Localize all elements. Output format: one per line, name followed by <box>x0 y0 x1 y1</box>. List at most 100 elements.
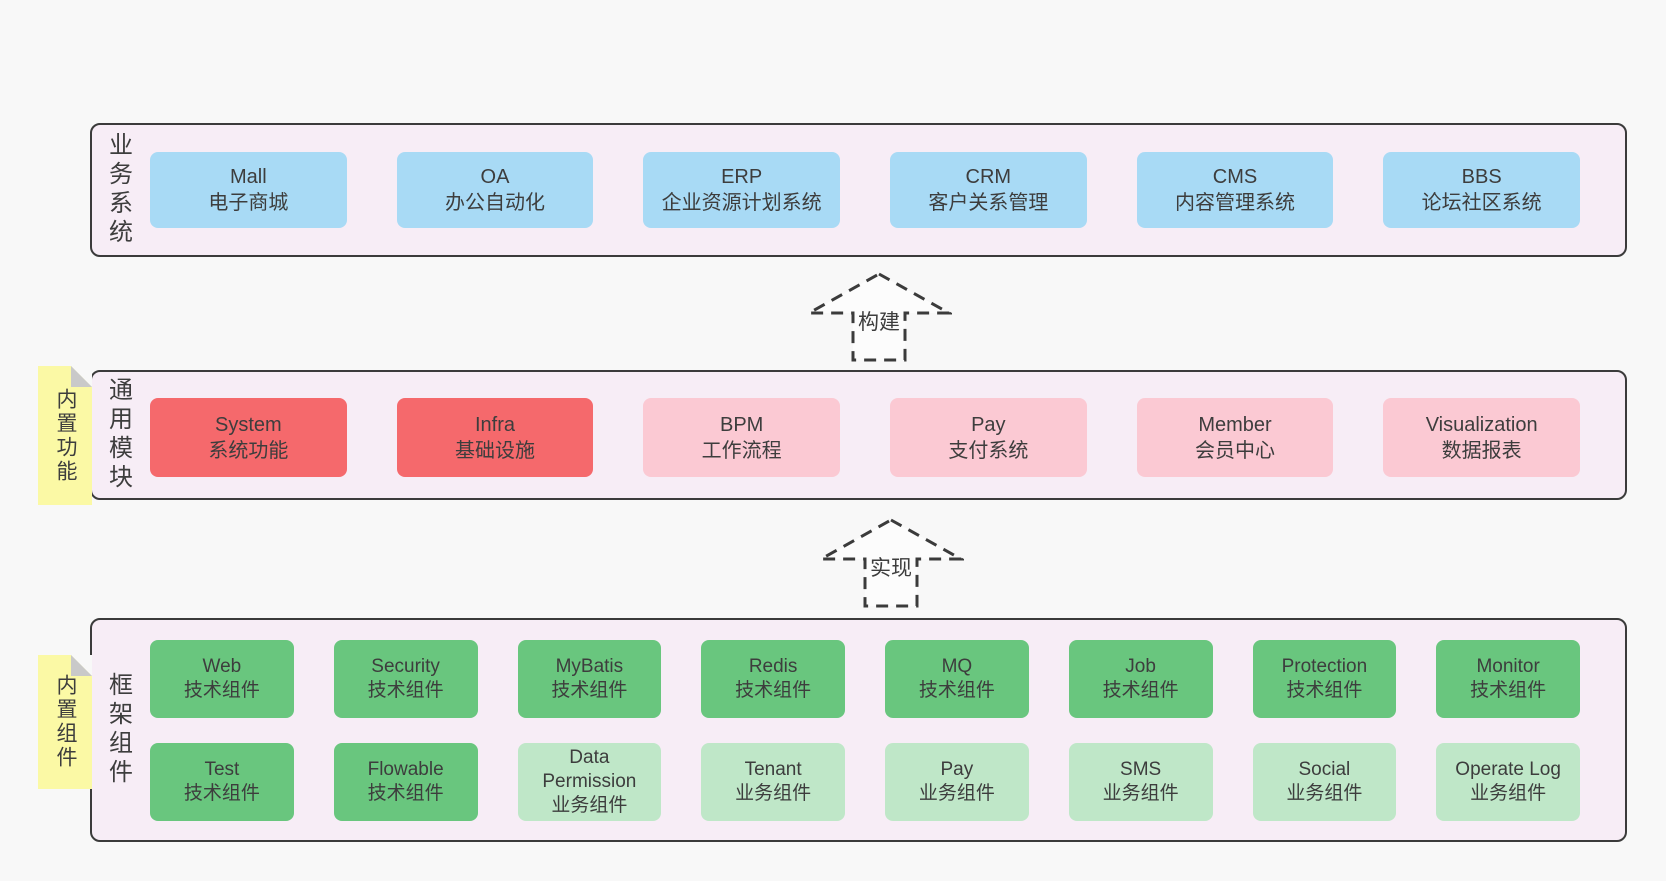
node-title: Job <box>1125 656 1156 678</box>
node-infra: Infra 基础设施 <box>396 398 594 477</box>
node-bbs: BBS 论坛社区系统 <box>1383 152 1580 228</box>
node-subtitle: 技术组件 <box>551 680 628 701</box>
node-title: Member <box>1198 413 1272 436</box>
node-subtitle: 客户关系管理 <box>928 192 1049 214</box>
node-social: Social 业务组件 <box>1252 743 1397 821</box>
node-pay-component: Pay 业务组件 <box>885 743 1029 821</box>
layer-label-business: 业务系统 <box>92 125 144 255</box>
node-title: Pay <box>971 413 1006 436</box>
node-subtitle: 办公自动化 <box>444 192 545 214</box>
node-subtitle: 业务组件 <box>1286 783 1363 804</box>
arrow-implement-label: 实现 <box>867 552 915 582</box>
node-subtitle: 业务组件 <box>1102 783 1179 804</box>
node-title: ERP <box>721 166 763 188</box>
node-subtitle: 业务组件 <box>1470 783 1547 804</box>
layer-label-text: 业务系统 <box>104 132 132 248</box>
node-title: Protection <box>1281 656 1368 678</box>
node-title: BBS <box>1461 166 1502 188</box>
node-security: Security 技术组件 <box>333 640 478 718</box>
node-subtitle: 技术组件 <box>918 680 995 701</box>
node-title: Redis <box>748 656 798 678</box>
node-flowable: Flowable 技术组件 <box>333 743 478 821</box>
node-sms: SMS 业务组件 <box>1068 743 1213 821</box>
node-title: MyBatis <box>555 656 624 678</box>
node-subtitle: 技术组件 <box>1102 680 1179 701</box>
node-bpm: BPM 工作流程 <box>643 398 840 477</box>
node-redis: Redis 技术组件 <box>701 640 845 718</box>
arrow-build-label: 构建 <box>855 306 903 336</box>
business-systems-grid: Mall 电子商城 OA 办公自动化 ERP 企业资源计划系统 CRM 客户关系… <box>144 125 1625 255</box>
sticky-note-text: 内置功能 <box>54 387 77 484</box>
node-pay-system: Pay 支付系统 <box>890 398 1087 477</box>
node-subtitle: 技术组件 <box>183 680 260 701</box>
node-title: Test <box>204 759 240 781</box>
node-mq: MQ 技术组件 <box>885 640 1029 718</box>
node-subtitle: 支付系统 <box>948 439 1029 462</box>
node-title: MQ <box>941 656 973 678</box>
node-title: CRM <box>965 166 1012 188</box>
node-title: BPM <box>719 413 764 436</box>
sticky-note-built-in-features: 内置功能 <box>38 366 92 505</box>
node-member: Member 会员中心 <box>1136 398 1334 477</box>
node-erp: ERP 企业资源计划系统 <box>643 152 840 228</box>
node-title: System <box>214 413 282 436</box>
node-title: Visualization <box>1425 413 1538 436</box>
sticky-note-text: 内置组件 <box>54 674 77 770</box>
node-subtitle: 工作流程 <box>701 439 782 462</box>
node-subtitle: 内容管理系统 <box>1174 192 1295 214</box>
node-title: Operate Log <box>1455 759 1561 781</box>
layer-label-text: 框架组件 <box>104 672 132 788</box>
node-subtitle: 基础设施 <box>454 439 535 462</box>
node-mybatis: MyBatis 技术组件 <box>517 640 662 718</box>
node-subtitle: 系统功能 <box>208 439 289 462</box>
node-title: Data Permission <box>542 747 637 793</box>
node-crm: CRM 客户关系管理 <box>890 152 1087 228</box>
node-oa: OA 办公自动化 <box>396 152 594 228</box>
layer-label-text: 通用模块 <box>104 377 132 493</box>
node-subtitle: 技术组件 <box>183 783 260 804</box>
node-tenant: Tenant 业务组件 <box>701 743 845 821</box>
node-operate-log: Operate Log 业务组件 <box>1436 743 1580 821</box>
node-title: Monitor <box>1476 656 1540 678</box>
node-title: Social <box>1298 759 1351 781</box>
node-subtitle: 论坛社区系统 <box>1421 192 1542 214</box>
node-title: SMS <box>1120 759 1162 781</box>
layer-label-modules: 通用模块 <box>92 372 144 498</box>
node-subtitle: 业务组件 <box>918 783 995 804</box>
node-subtitle: 会员中心 <box>1194 439 1275 462</box>
node-subtitle: 企业资源计划系统 <box>661 192 822 214</box>
node-title: Flowable <box>367 759 444 781</box>
node-visualization: Visualization 数据报表 <box>1383 398 1580 477</box>
sticky-note-built-in-components: 内置组件 <box>38 655 92 789</box>
node-data-permission: Data Permission 业务组件 <box>517 743 662 821</box>
node-subtitle: 电子商城 <box>208 192 289 214</box>
node-subtitle: 技术组件 <box>367 783 444 804</box>
node-subtitle: 数据报表 <box>1441 439 1522 462</box>
framework-components-grid: Web 技术组件 Security 技术组件 MyBatis 技术组件 Redi… <box>144 620 1625 840</box>
layer-label-components: 框架组件 <box>92 620 144 840</box>
node-cms: CMS 内容管理系统 <box>1136 152 1334 228</box>
node-monitor: Monitor 技术组件 <box>1436 640 1580 718</box>
node-title: Tenant <box>744 759 802 781</box>
node-title: Pay <box>940 759 974 781</box>
node-subtitle: 技术组件 <box>735 680 812 701</box>
node-title: Infra <box>474 413 515 436</box>
node-system: System 系统功能 <box>150 398 347 477</box>
node-title: OA <box>480 166 510 188</box>
node-mall: Mall 电子商城 <box>150 152 347 228</box>
node-job: Job 技术组件 <box>1068 640 1213 718</box>
arrow-build: 构建 <box>806 272 952 362</box>
node-subtitle: 业务组件 <box>551 794 628 816</box>
layer-common-modules: 通用模块 System 系统功能 Infra 基础设施 BPM 工作流程 Pay… <box>90 370 1627 500</box>
node-subtitle: 业务组件 <box>735 783 812 804</box>
layer-business-systems: 业务系统 Mall 电子商城 OA 办公自动化 ERP 企业资源计划系统 CRM… <box>90 123 1627 257</box>
node-title: Web <box>202 656 242 678</box>
node-test: Test 技术组件 <box>150 743 294 821</box>
arrow-implement: 实现 <box>818 518 964 608</box>
node-web: Web 技术组件 <box>150 640 294 718</box>
node-subtitle: 技术组件 <box>367 680 444 701</box>
node-title: Mall <box>229 166 267 188</box>
node-protection: Protection 技术组件 <box>1252 640 1397 718</box>
node-title: Security <box>371 656 440 678</box>
